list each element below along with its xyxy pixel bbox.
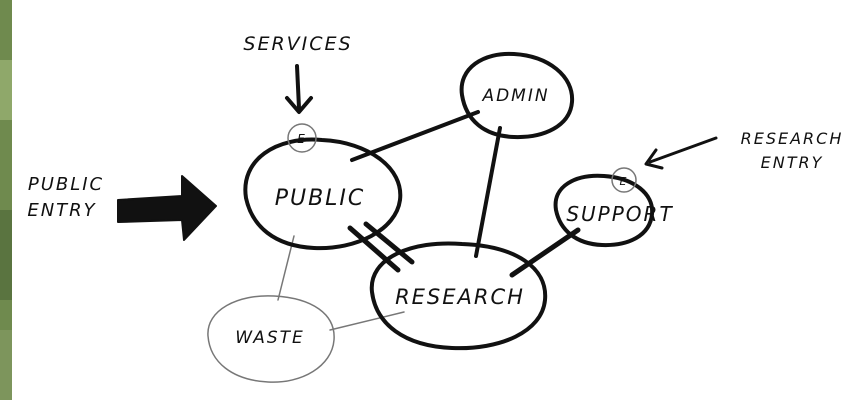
connection-admin-research — [474, 126, 502, 258]
entry-marker-public-label: E — [297, 132, 307, 146]
node-public: PUBLIC — [243, 137, 403, 251]
connection-waste-research — [329, 311, 405, 331]
node-admin-label: ADMIN — [481, 86, 549, 106]
entry-marker-research: E — [611, 167, 637, 193]
public-entry-label-line1: PUBLIC — [28, 174, 104, 195]
node-waste: WASTE — [207, 295, 335, 383]
entry-marker-public: E — [287, 123, 317, 153]
node-public-label: PUBLIC — [275, 186, 366, 211]
public-entry-label-line2: ENTRY — [27, 200, 96, 221]
entry-marker-research-label: E — [620, 175, 629, 188]
research-entry-arrow-icon — [644, 136, 718, 170]
node-waste-label: WASTE — [235, 328, 305, 348]
services-arrow-icon — [285, 64, 313, 114]
annotation-research-entry: RESEARCH ENTRY — [741, 129, 844, 172]
connection-support-research — [509, 227, 581, 278]
annotation-public-entry: PUBLIC ENTRY — [27, 174, 104, 221]
node-research: RESEARCH — [369, 241, 548, 351]
photo-edge-strip — [0, 0, 12, 400]
research-entry-label-line2: ENTRY — [761, 153, 824, 172]
research-entry-label-line1: RESEARCH — [741, 129, 844, 148]
node-support: SUPPORT — [553, 173, 673, 248]
connection-public-waste — [277, 235, 295, 301]
node-support-label: SUPPORT — [566, 202, 673, 226]
connection-public-research-double — [347, 221, 415, 273]
services-label: SERVICES — [243, 33, 352, 55]
public-entry-arrow-icon — [117, 175, 217, 241]
annotation-services: SERVICES — [243, 33, 352, 55]
node-admin: ADMIN — [459, 51, 575, 140]
node-research-label: RESEARCH — [395, 285, 525, 309]
